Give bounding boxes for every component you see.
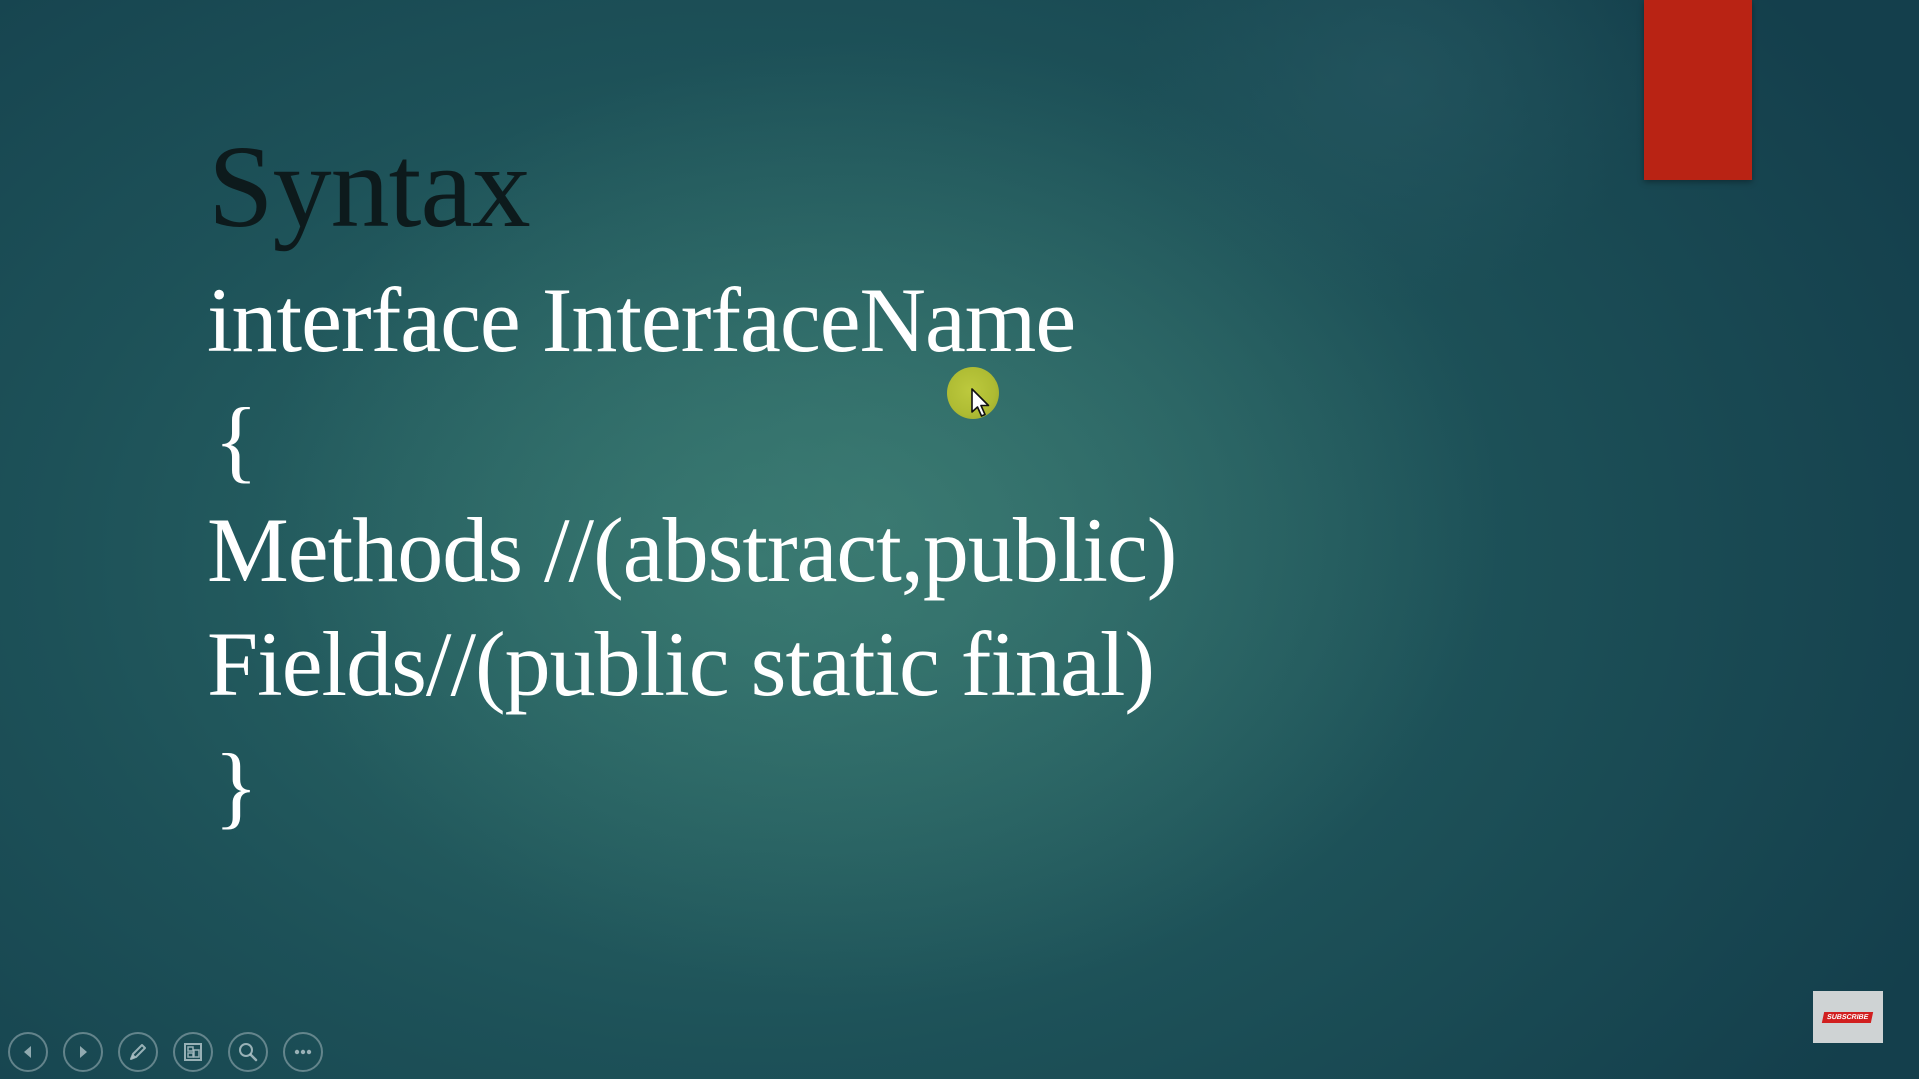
accent-bar [1644, 0, 1752, 180]
syntax-line-methods: Methods //(abstract,public) [207, 499, 1177, 601]
slideshow-toolbar [8, 1032, 323, 1074]
cursor-arrow-icon [971, 388, 990, 417]
previous-slide-button[interactable] [8, 1032, 48, 1072]
previous-icon [24, 1046, 31, 1058]
slides-grid-icon [184, 1043, 202, 1061]
zoom-button[interactable] [228, 1032, 268, 1072]
syntax-line-close-brace: } [214, 735, 258, 837]
pen-icon [130, 1044, 146, 1060]
next-slide-button[interactable] [63, 1032, 103, 1072]
slide-title: Syntax [208, 121, 531, 252]
next-icon [80, 1046, 87, 1058]
subscribe-badge[interactable]: SUBSCRIBE [1813, 991, 1883, 1043]
syntax-line-interface: interface InterfaceName [207, 269, 1076, 371]
zoom-icon [239, 1043, 258, 1062]
more-options-button[interactable] [283, 1032, 323, 1072]
syntax-line-fields: Fields//(public static final) [207, 613, 1155, 715]
more-icon [294, 1049, 312, 1055]
syntax-line-open-brace: { [214, 389, 258, 491]
see-all-slides-button[interactable] [173, 1032, 213, 1072]
subscribe-label: SUBSCRIBE [1822, 1011, 1874, 1023]
pen-tool-button[interactable] [118, 1032, 158, 1072]
